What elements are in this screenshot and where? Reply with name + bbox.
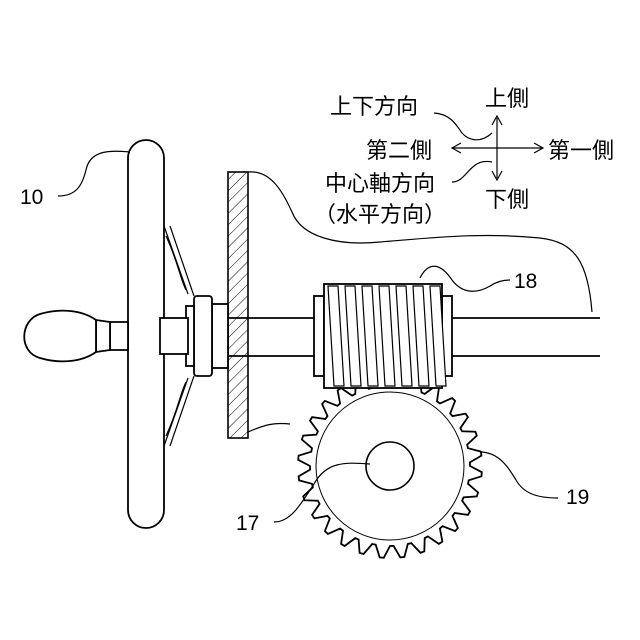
ref-worm: 18 (514, 270, 537, 293)
crank-handle (24, 311, 188, 362)
worm-wheel (298, 374, 482, 558)
label-second-side: 第二側 (366, 139, 432, 164)
label-vertical-direction: 上下方向 (330, 95, 418, 120)
handwheel-rim (128, 140, 164, 528)
ref-gear: 19 (566, 486, 589, 509)
housing-lower-break (248, 423, 290, 432)
leader-19 (480, 452, 558, 498)
ref-handwheel: 10 (20, 186, 43, 209)
leader-10 (58, 151, 130, 196)
label-first-side: 第一側 (548, 139, 614, 164)
wall-plate (228, 172, 248, 438)
label-up-side: 上側 (485, 87, 529, 112)
hub-bearing (186, 296, 228, 376)
gear-shaft-hole (366, 442, 414, 490)
direction-cross (452, 116, 543, 180)
leader-axis (452, 161, 492, 182)
worm (314, 284, 452, 388)
label-down-side: 下側 (485, 188, 529, 213)
label-horizontal-direction: （水平方向） (314, 203, 446, 228)
leader-vertical (434, 113, 492, 140)
ref-shaft: 17 (236, 512, 259, 535)
label-axis-direction: 中心軸方向 (325, 172, 435, 197)
